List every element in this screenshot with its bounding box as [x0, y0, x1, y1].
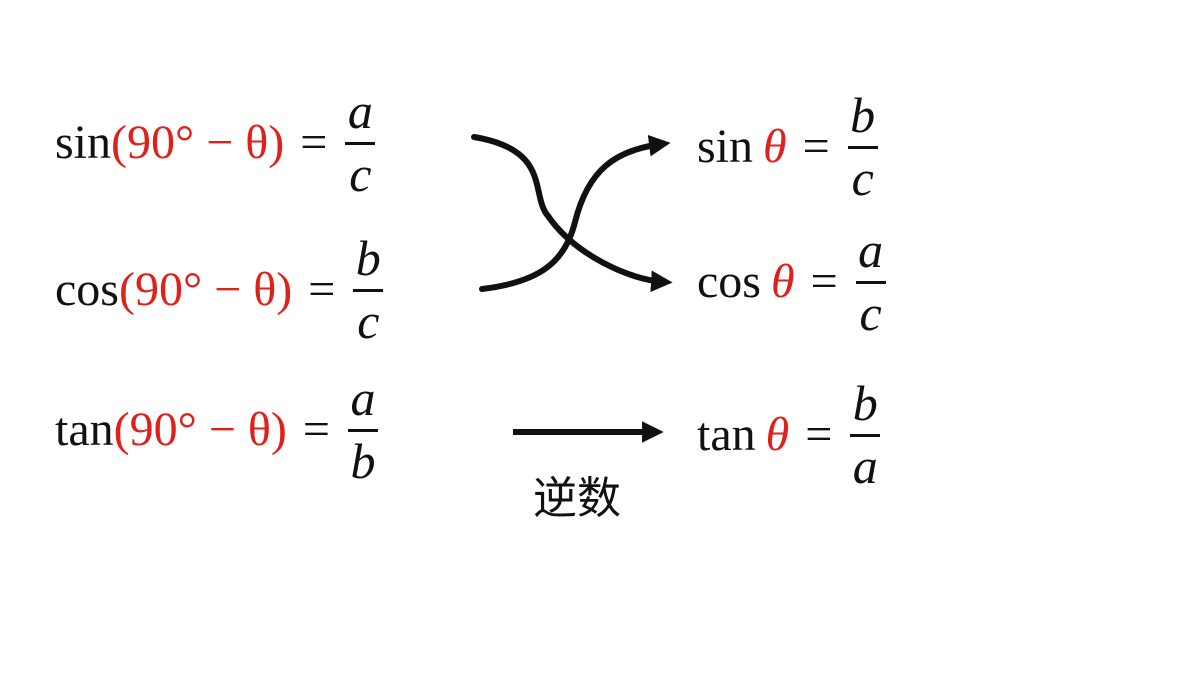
reciprocal-label: 逆数 [533, 473, 621, 524]
function-name: tan [697, 407, 756, 461]
function-name: cos [697, 254, 761, 308]
fraction-bar [345, 142, 376, 145]
equation-right-sin: sin θ = b c [697, 90, 878, 203]
equation-left-tan: tan (90° − θ) = a b [55, 373, 378, 486]
fraction-bar [855, 281, 886, 284]
angle-variable: θ [770, 254, 795, 308]
numerator: b [852, 375, 878, 431]
denominator: c [357, 293, 380, 349]
angle-variable: θ [765, 407, 790, 461]
fraction-bar [850, 434, 881, 437]
numerator: b [355, 230, 381, 286]
equation-right-tan: tan θ = b a [697, 375, 881, 494]
function-name: sin [55, 115, 112, 169]
fraction-bar [347, 429, 378, 432]
function-name: sin [697, 119, 754, 173]
angle-argument: (90° − θ) [118, 262, 293, 316]
angle-variable: θ [763, 119, 787, 173]
equals-sign: = [805, 407, 833, 461]
denominator: c [859, 285, 882, 341]
equation-right-cos: cos θ = a c [697, 225, 886, 338]
fraction-bar [847, 146, 878, 149]
numerator: a [350, 370, 376, 426]
denominator: c [851, 150, 874, 206]
denominator: b [350, 433, 376, 489]
equals-sign: = [308, 262, 336, 316]
equation-left-cos: cos (90° − θ) = b c [55, 230, 384, 349]
fraction: b c [353, 230, 384, 349]
numerator: a [347, 83, 373, 139]
numerator: a [858, 222, 884, 278]
angle-argument: (90° − θ) [113, 402, 287, 456]
fraction: b c [847, 87, 878, 206]
fraction: a c [855, 222, 886, 341]
arrow-cos-to-sin [479, 134, 671, 292]
fraction: b a [850, 375, 881, 494]
equation-left-sin: sin (90° − θ) = a c [55, 83, 376, 202]
equals-sign: = [802, 119, 830, 173]
equals-sign: = [810, 254, 838, 308]
function-name: tan [55, 402, 114, 456]
equals-sign: = [302, 402, 330, 456]
fraction: a b [347, 370, 378, 489]
angle-argument: (90° − θ) [111, 115, 285, 169]
fraction: a c [345, 83, 376, 202]
denominator: c [349, 146, 372, 202]
denominator: a [852, 438, 878, 494]
function-name: cos [55, 262, 119, 316]
fraction-bar [353, 289, 384, 292]
equals-sign: = [300, 115, 328, 169]
numerator: b [850, 87, 876, 143]
arrow-sin-to-cos [471, 134, 673, 293]
